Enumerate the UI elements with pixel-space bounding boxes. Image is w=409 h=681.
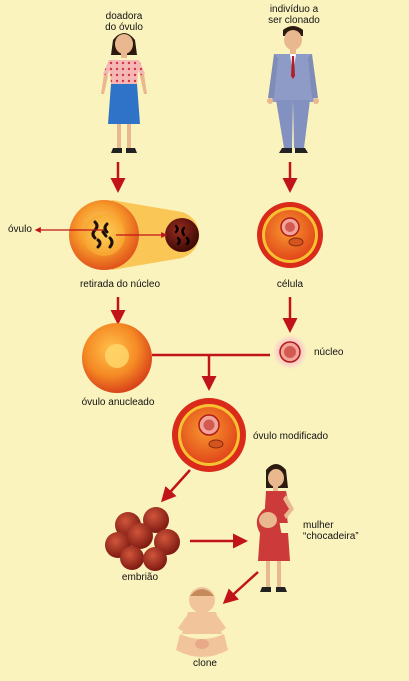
enucleated-ovum-label: óvulo anucleado — [81, 397, 155, 408]
modified-ovum-label: óvulo modificado — [253, 431, 329, 442]
donor-label-line2: do óvulo — [105, 22, 143, 33]
clone-source-man-figure — [267, 26, 319, 153]
nucleus-label: núcleo — [314, 347, 344, 358]
modified-ovum — [172, 398, 246, 472]
donor-label-line1: doadora — [105, 11, 143, 22]
arrow-to-embryo — [160, 469, 191, 503]
embryo-label: embrião — [121, 572, 159, 583]
body-cell — [257, 202, 323, 268]
embryo-cluster — [105, 507, 180, 571]
ovum-nucleus-extraction — [34, 200, 200, 270]
clone-source-label-line2: ser clonado — [268, 15, 320, 26]
surrogate-label-line2: “chocadeira” — [303, 531, 359, 542]
surrogate-label-line1: mulher — [303, 520, 334, 531]
isolated-nucleus — [271, 333, 309, 371]
baby-clone-figure — [176, 587, 228, 657]
clone-label: clone — [193, 658, 217, 669]
arrow-surrogate-to-clone — [222, 571, 259, 605]
clone-source-label-line1: indivíduo a — [269, 4, 319, 15]
nucleus-removal-label: retirada do núcleo — [79, 279, 161, 290]
merge-connector — [152, 353, 270, 391]
donor-woman-figure — [101, 33, 147, 153]
cell-label: célula — [276, 279, 304, 290]
ovum-label: óvulo — [8, 224, 32, 235]
pregnant-woman-figure — [256, 464, 294, 592]
enucleated-ovum — [82, 323, 152, 393]
